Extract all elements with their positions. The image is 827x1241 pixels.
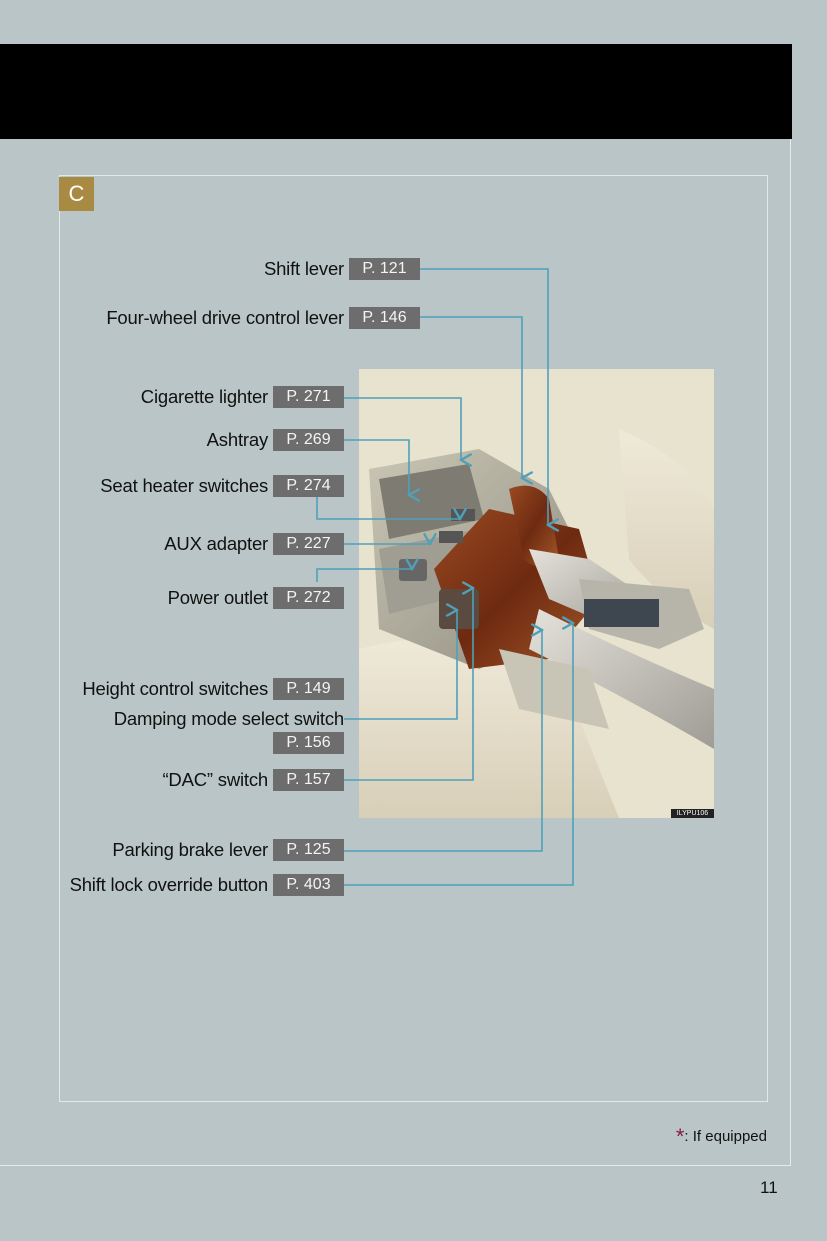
label-shift-lock-override-button: Shift lock override button (69, 874, 269, 895)
leader-shift-lock (344, 623, 573, 886)
ref-dac-switch[interactable]: P. 157 (273, 769, 344, 791)
ref-shift-lock-override-button[interactable]: P. 403 (273, 874, 344, 896)
leader-ashtray (344, 439, 409, 495)
footnote-star: * (675, 1124, 685, 1149)
label-4wd-control-lever: Four-wheel drive control lever (106, 307, 344, 328)
leader-seat-heater (316, 497, 460, 519)
header-bar (0, 44, 792, 139)
label-aux-adapter: AUX adapter (164, 533, 268, 554)
leader-parking-brake (344, 630, 542, 852)
leader-damping (344, 610, 457, 720)
ref-power-outlet[interactable]: P. 272 (273, 587, 344, 609)
ref-height-control-switches[interactable]: P. 149 (273, 678, 344, 700)
label-power-outlet: Power outlet (167, 587, 269, 608)
ref-shift-lever[interactable]: P. 121 (349, 258, 420, 280)
label-parking-brake-lever: Parking brake lever (112, 839, 268, 860)
leader-4wd-lever (420, 316, 522, 478)
footnote-text: : If equipped (684, 1128, 767, 1145)
ref-parking-brake-lever[interactable]: P. 125 (273, 839, 344, 861)
ref-cigarette-lighter[interactable]: P. 271 (273, 386, 344, 408)
ref-aux-adapter[interactable]: P. 227 (273, 533, 344, 555)
ref-4wd-control-lever[interactable]: P. 146 (349, 307, 420, 329)
label-shift-lever: Shift lever (263, 258, 344, 279)
label-damping-mode-select-switch: Damping mode select switch (113, 708, 344, 729)
console-illustration (359, 369, 714, 818)
label-cigarette-lighter: Cigarette lighter (140, 386, 268, 407)
label-height-control-switches: Height control switches (82, 678, 268, 699)
footnote: *: If equipped (676, 1124, 767, 1150)
section-badge: C (59, 177, 94, 211)
ref-ashtray[interactable]: P. 269 (273, 429, 344, 451)
section-frame (59, 175, 768, 1102)
photo-code: ILYPU106 (671, 809, 714, 818)
leader-power-outlet (316, 569, 412, 582)
label-seat-heater-switches: Seat heater switches (100, 475, 268, 496)
leader-cigarette-lighter (344, 397, 461, 460)
page-number: 11 (760, 1178, 778, 1197)
label-ashtray: Ashtray (206, 429, 269, 450)
page-frame (0, 139, 791, 1166)
leader-shift-lever (420, 268, 548, 525)
ref-seat-heater-switches[interactable]: P. 274 (273, 475, 344, 497)
label-dac-switch: “DAC” switch (162, 769, 268, 790)
leader-dac (344, 588, 473, 781)
console-photo (359, 369, 714, 818)
ref-damping-mode-select-switch[interactable]: P. 156 (273, 732, 344, 754)
